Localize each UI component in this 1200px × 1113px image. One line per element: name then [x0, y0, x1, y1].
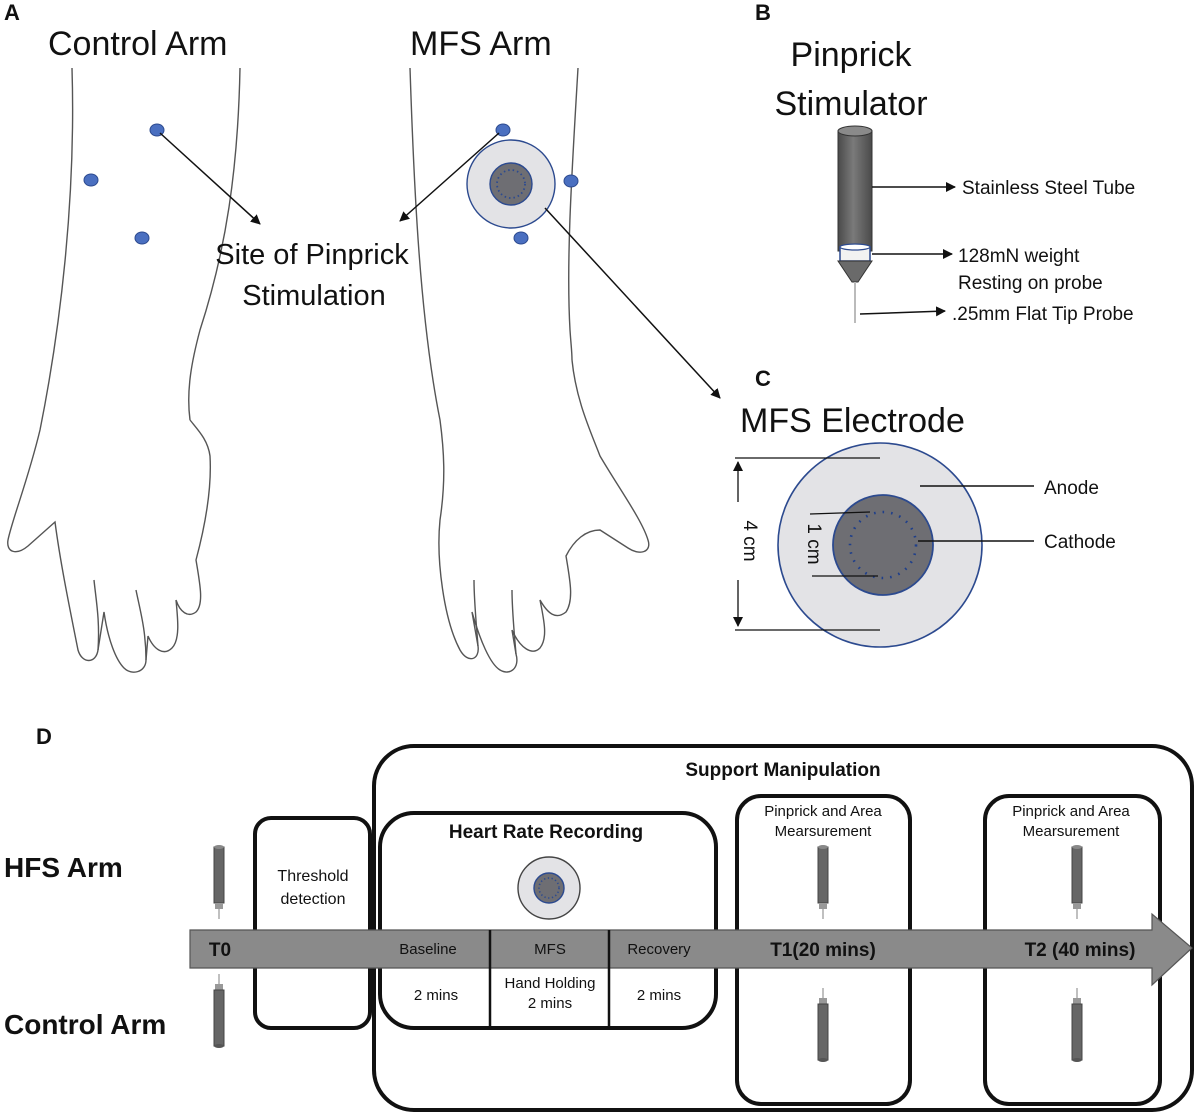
site-label-line1: Site of Pinprick	[215, 239, 409, 271]
cathode-label: Cathode	[1044, 532, 1116, 553]
t0-control-stimulator-icon	[213, 973, 225, 1049]
timeline-arrow	[189, 912, 1193, 987]
threshold-line2: detection	[281, 891, 346, 908]
threshold-line1: Threshold	[277, 868, 348, 885]
panel-label-a: A	[4, 0, 20, 25]
arm-electrode-icon	[466, 139, 556, 229]
heart-rate-box	[378, 811, 718, 1030]
recovery-duration: 2 mins	[637, 987, 681, 1004]
t0-label: T0	[209, 940, 231, 961]
outer-dim-label: 4 cm	[739, 520, 760, 561]
t2-hfs-stimulator-icon	[1071, 844, 1083, 920]
heart-rate-label: Heart Rate Recording	[449, 822, 643, 843]
mfs-phase-label: MFS	[534, 941, 566, 958]
anode-label: Anode	[1044, 478, 1099, 499]
timeline-control-arm-label: Control Arm	[4, 1009, 166, 1040]
stim-site-dot	[513, 231, 529, 245]
weight-label-line2: Resting on probe	[958, 273, 1103, 294]
pinprick-title-line1: Pinprick	[791, 36, 913, 74]
support-label: Support Manipulation	[685, 760, 880, 781]
t1-hfs-stimulator-icon	[817, 844, 829, 920]
tube-label: Stainless Steel Tube	[962, 178, 1135, 199]
t1-pinprick-line1: Pinprick and Area	[764, 803, 882, 820]
threshold-box	[253, 816, 372, 1030]
t2-label: T2 (40 mins)	[1025, 940, 1136, 961]
mfs-arm-stim-sites	[495, 123, 579, 245]
site-label-line2: Stimulation	[242, 280, 385, 312]
inner-dim-label: 1 cm	[803, 523, 824, 564]
stim-site-dot	[563, 174, 579, 188]
panel-label-b: B	[755, 0, 771, 25]
mfs-arm-outline	[409, 67, 650, 673]
stim-site-dot	[83, 173, 99, 187]
control-arm-outline	[7, 67, 241, 673]
pinprick-stimulator-icon	[837, 125, 873, 323]
baseline-label: Baseline	[399, 941, 457, 958]
arrow-control-site	[159, 132, 261, 225]
t0-hfs-stimulator-icon	[213, 844, 225, 920]
hfs-arm-label: HFS Arm	[4, 852, 123, 883]
weight-label-line1: 128mN weight	[958, 246, 1080, 267]
control-arm-stim-sites	[83, 123, 165, 245]
stim-site-dot	[134, 231, 150, 245]
t2-pinprick-line2: Mearsurement	[1023, 823, 1121, 840]
probe-label: .25mm Flat Tip Probe	[952, 304, 1134, 325]
electrode-title: MFS Electrode	[740, 402, 965, 440]
support-manipulation-box	[372, 744, 1194, 1112]
baseline-duration: 2 mins	[414, 987, 458, 1004]
arrow-electrode-detail	[544, 207, 721, 399]
arrow-probe	[859, 306, 946, 317]
t1-control-stimulator-icon	[817, 987, 829, 1063]
t2-control-stimulator-icon	[1071, 987, 1083, 1063]
recovery-label: Recovery	[627, 941, 691, 958]
arrow-mfs-site	[399, 132, 500, 222]
t1-pinprick-line2: Mearsurement	[775, 823, 873, 840]
panel-label-d: D	[36, 724, 52, 749]
mfs-sub-line2: 2 mins	[528, 995, 572, 1012]
t1-label: T1(20 mins)	[770, 940, 876, 961]
mfs-arm-title: MFS Arm	[410, 25, 552, 63]
panel-label-c: C	[755, 366, 771, 391]
pinprick-title-line2: Stimulator	[774, 85, 927, 123]
mfs-electrode-diagram	[777, 442, 983, 648]
stim-site-dot	[495, 123, 511, 137]
inner-dim-top	[809, 511, 871, 515]
mfs-sub-line1: Hand Holding	[505, 975, 596, 992]
t2-pinprick-line1: Pinprick and Area	[1012, 803, 1130, 820]
timeline-electrode-icon	[517, 856, 581, 920]
control-arm-title: Control Arm	[48, 25, 228, 63]
